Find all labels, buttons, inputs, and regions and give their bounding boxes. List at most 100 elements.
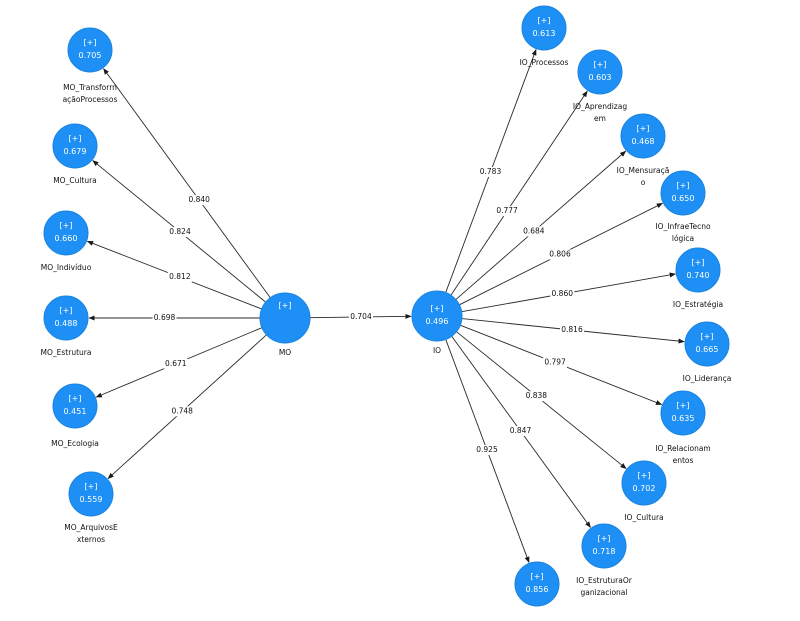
expand-marker[interactable]: [+]: [637, 124, 650, 133]
expand-marker[interactable]: [+]: [598, 534, 611, 543]
expand-marker[interactable]: [+]: [692, 258, 705, 267]
node-circle[interactable]: [411, 290, 463, 342]
node-circle[interactable]: [67, 27, 113, 73]
node-circle[interactable]: [620, 113, 666, 159]
edge-MO-MO_Eco: 0.671: [95, 327, 263, 398]
node-circle[interactable]: [660, 390, 706, 436]
expand-marker[interactable]: [+]: [431, 304, 444, 313]
node-label: açãoProcessos: [63, 95, 118, 104]
edge-IO-IO_Proc: 0.783: [445, 48, 537, 293]
node-value: 0.451: [64, 407, 87, 416]
node-label: MO_Transforrn: [63, 83, 117, 92]
node-circle[interactable]: [521, 5, 567, 51]
edge-weight-background: [508, 426, 533, 436]
node-value: 0.660: [55, 234, 78, 243]
node-value: 0.679: [64, 147, 87, 156]
edge-weight-background: [548, 249, 572, 260]
edge-IO-IO_Bottom: 0.925: [445, 339, 530, 564]
edge-MO-IO: 0.704: [309, 312, 412, 322]
node-MO[interactable]: [+]MO: [259, 292, 311, 357]
node-circle[interactable]: [577, 49, 623, 95]
expand-marker[interactable]: [+]: [677, 401, 690, 410]
node-label: IO_Aprendizag: [573, 102, 627, 111]
edge-weight-label: 0.860: [552, 289, 574, 298]
edge-MO-MO_AE: 0.748: [107, 334, 267, 479]
node-label: IO_Relacionam: [655, 444, 711, 453]
node-circle[interactable]: [684, 321, 730, 367]
expand-marker[interactable]: [+]: [84, 38, 97, 47]
node-circle[interactable]: [259, 292, 311, 344]
node-circle[interactable]: [621, 460, 667, 506]
expand-marker[interactable]: [+]: [677, 181, 690, 190]
node-value: 0.496: [426, 317, 449, 326]
expand-marker[interactable]: [+]: [531, 572, 544, 581]
expand-marker[interactable]: [+]: [701, 332, 714, 341]
expand-marker[interactable]: [+]: [60, 221, 73, 230]
edge-weight-background: [349, 312, 373, 322]
node-label: IO_EstruturaOr: [576, 576, 633, 585]
node-label: em: [594, 114, 606, 123]
node-label: IO_Cultura: [624, 513, 663, 522]
node-IO_Bottom[interactable]: [+]0.856: [514, 561, 560, 607]
node-circle[interactable]: [675, 247, 721, 293]
expand-marker[interactable]: [+]: [279, 301, 292, 310]
node-circle[interactable]: [43, 210, 89, 256]
edge-weight-background: [475, 445, 499, 455]
edge-arrow: [450, 90, 588, 296]
expand-marker[interactable]: [+]: [69, 394, 82, 403]
edge-weight-label: 0.925: [476, 445, 498, 454]
edge-weight-background: [495, 206, 520, 217]
node-circle[interactable]: [52, 123, 98, 169]
node-value: 0.603: [589, 73, 612, 82]
edge-weight-label: 0.816: [561, 325, 583, 334]
edge-weight-background: [560, 325, 584, 335]
nodes-layer: [+]MO[+]0.496IO[+]0.705MO_Transforrnação…: [41, 5, 732, 607]
node-circle[interactable]: [581, 523, 627, 569]
node-value: 0.718: [593, 547, 616, 556]
edge-weight-label: 0.812: [169, 272, 191, 281]
edge-weight-label: 0.777: [496, 206, 518, 215]
expand-marker[interactable]: [+]: [60, 306, 73, 315]
node-label: IO_Processos: [520, 58, 569, 67]
edges-layer: 0.7040.8400.8240.8120.6980.6710.7480.783…: [86, 48, 685, 564]
node-label: MO_ArquivosE: [64, 523, 118, 532]
node-value: 0.705: [79, 51, 102, 60]
expand-marker[interactable]: [+]: [69, 134, 82, 143]
node-label: entos: [673, 456, 694, 465]
expand-marker[interactable]: [+]: [538, 16, 551, 25]
edge-weight-label: 0.840: [188, 195, 210, 204]
expand-marker[interactable]: [+]: [594, 60, 607, 69]
node-value: 0.468: [632, 137, 655, 146]
node-label: IO_InfraeTecno: [655, 222, 711, 231]
edge-weight-background: [168, 227, 192, 237]
expand-marker[interactable]: [+]: [638, 471, 651, 480]
node-circle[interactable]: [43, 295, 89, 341]
node-label: o: [641, 178, 646, 187]
node-circle[interactable]: [514, 561, 560, 607]
expand-marker[interactable]: [+]: [85, 482, 98, 491]
node-circle[interactable]: [52, 383, 98, 429]
node-circle[interactable]: [68, 471, 114, 517]
node-value: 0.613: [533, 29, 556, 38]
edge-weight-background: [550, 288, 575, 299]
node-circle[interactable]: [660, 170, 706, 216]
node-value: 0.559: [80, 495, 103, 504]
edge-weight-background: [187, 195, 212, 206]
